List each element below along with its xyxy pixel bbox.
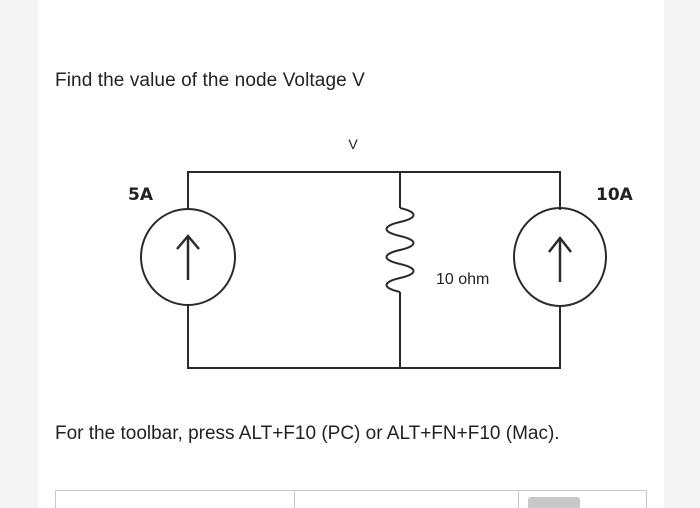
current-source-right <box>513 207 607 307</box>
right-gutter <box>663 0 700 508</box>
toolbar-divider <box>518 491 519 508</box>
source-right-label: 10A <box>596 185 634 205</box>
circuit-diagram: V 10 ohm 5A <box>88 128 648 388</box>
resistor-label: 10 ohm <box>436 271 489 288</box>
current-source-left <box>140 208 236 306</box>
editor-toolbar[interactable] <box>55 490 647 508</box>
source-left-label: 5A <box>128 185 154 205</box>
question-prompt: Find the value of the node Voltage V <box>55 70 365 91</box>
resistor <box>385 172 415 368</box>
left-gutter <box>0 0 39 508</box>
question-card: Find the value of the node Voltage V V 1… <box>38 0 664 508</box>
bottom-wire <box>187 304 561 369</box>
toolbar-divider <box>294 491 295 508</box>
toolbar-button[interactable] <box>528 497 580 508</box>
toolbar-hint-text: For the toolbar, press ALT+F10 (PC) or A… <box>55 423 560 444</box>
top-wire <box>187 171 561 210</box>
node-voltage-label: V <box>348 136 358 152</box>
